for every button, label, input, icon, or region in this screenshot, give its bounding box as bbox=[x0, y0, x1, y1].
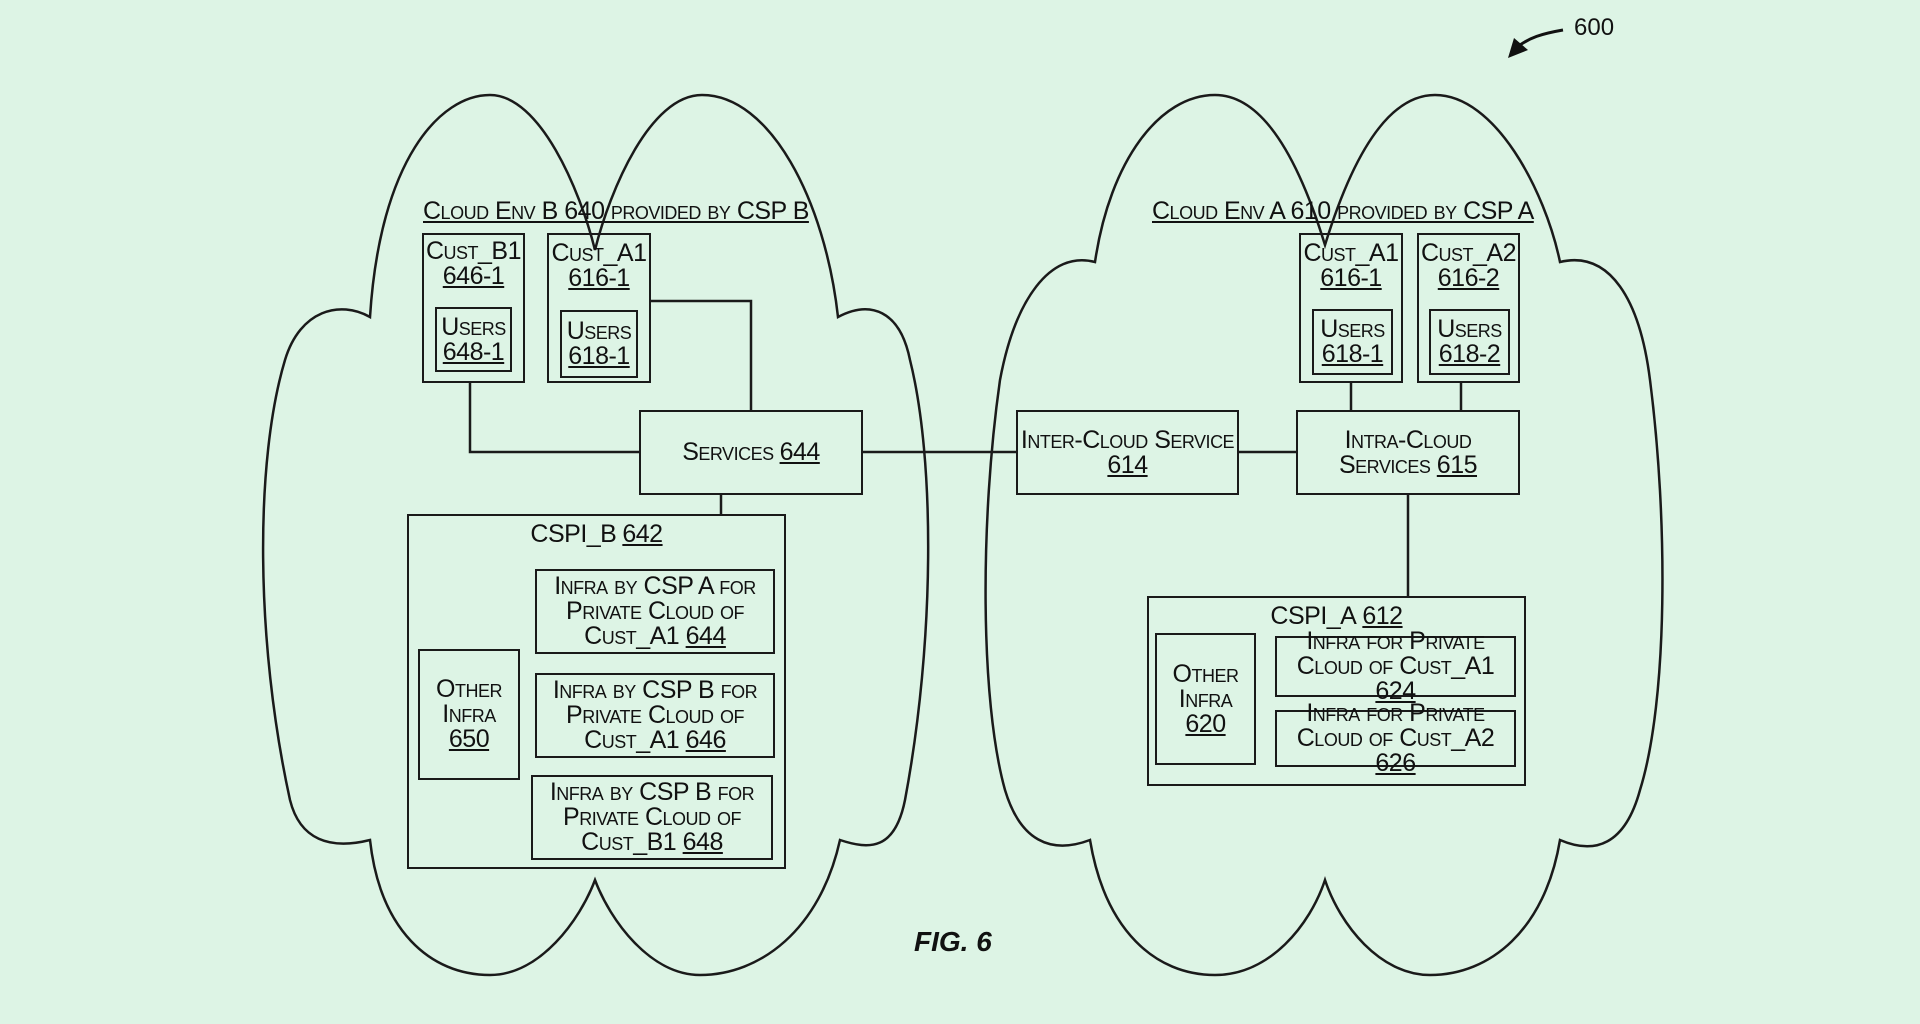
other-infra-line1: Other bbox=[1172, 659, 1239, 688]
users-648-1-box: Users 648-1 bbox=[435, 307, 512, 372]
users-618-1-box: Users 618-1 bbox=[560, 310, 638, 378]
cspi-b-box: CSPI_B 642 bbox=[407, 514, 786, 869]
cspi-a-box: CSPI_A 612 bbox=[1147, 596, 1526, 786]
infra-648-box: Infra by CSP B for Private Cloud of Cust… bbox=[531, 775, 773, 860]
infra-ref: 626 bbox=[1375, 749, 1416, 777]
infra-ref: 624 bbox=[1375, 677, 1416, 705]
infra-line3: Cust_B1 bbox=[581, 828, 677, 856]
cust-a1-name: Cust_A1 bbox=[551, 239, 647, 267]
infra-line2: Private Cloud of bbox=[566, 597, 744, 625]
other-infra-650-box: Other Infra 650 bbox=[418, 649, 520, 780]
connectors bbox=[468, 299, 1463, 596]
other-infra-ref: 620 bbox=[1185, 709, 1226, 738]
infra-ref: 648 bbox=[682, 828, 724, 856]
infra-624-box: Infra for Private Cloud of Cust_A1 624 bbox=[1275, 629, 1516, 704]
other-infra-line2: Infra bbox=[442, 700, 496, 728]
cloud-env-b-outline bbox=[261, 93, 930, 977]
cust-a2-name: Cust_A2 bbox=[1420, 239, 1517, 267]
cloud-env-a-outline bbox=[984, 93, 1664, 977]
inter-cloud-service-614-box: Inter-Cloud Service 614 bbox=[1016, 410, 1239, 495]
intra-cloud-line1: Intra-Cloud bbox=[1344, 425, 1472, 454]
cust-a2-box: Cust_A2 616-2 Users 618-2 bbox=[1417, 233, 1520, 383]
cspi-b-name: CSPI_B bbox=[530, 520, 617, 548]
infra-line1: Infra by CSP A for bbox=[554, 572, 756, 600]
users-618-1-box: Users 618-1 bbox=[1312, 309, 1393, 375]
infra-ref: 646 bbox=[685, 726, 727, 754]
users-label: Users bbox=[441, 312, 506, 341]
infra-line2: Private Cloud of bbox=[566, 701, 744, 729]
cust-b1-name: Cust_B1 bbox=[425, 237, 522, 265]
infra-line2: Private Cloud of bbox=[563, 803, 741, 831]
figure-label: FIG. 6 bbox=[914, 926, 992, 957]
users-ref: 618-1 bbox=[568, 342, 630, 370]
infra-line1: Infra by CSP B for bbox=[552, 676, 758, 704]
other-infra-line1: Other bbox=[436, 675, 502, 703]
inter-cloud-label: Inter-Cloud Service bbox=[1020, 425, 1235, 454]
intra-cloud-ref: 615 bbox=[1436, 450, 1478, 479]
other-infra-line2: Infra bbox=[1178, 684, 1233, 713]
cust-a1-name: Cust_A1 bbox=[1303, 239, 1399, 267]
users-ref: 618-2 bbox=[1438, 340, 1501, 368]
cspi-b-ref: 642 bbox=[622, 520, 663, 548]
users-618-2-box: Users 618-2 bbox=[1429, 309, 1510, 375]
reference-arrow-icon bbox=[1508, 28, 1564, 58]
other-infra-620-box: Other Infra 620 bbox=[1155, 633, 1256, 765]
infra-line2: Cloud of Cust_A1 bbox=[1296, 652, 1495, 680]
cspi-a-title: CSPI_A 612 bbox=[1270, 602, 1403, 630]
infra-line1: Infra for Private bbox=[1306, 699, 1485, 727]
cust-a2-ref: 616-2 bbox=[1437, 264, 1500, 292]
cust-a1-box-env-b: Cust_A1 616-1 Users 618-1 bbox=[547, 233, 651, 383]
figure-reference-number: 600 bbox=[1574, 14, 1615, 41]
cust-b1-box: Cust_B1 646-1 Users 648-1 bbox=[422, 233, 525, 383]
infra-line3: Cust_A1 bbox=[584, 622, 680, 650]
intra-cloud-services-615-box: Intra-Cloud Services 615 bbox=[1296, 410, 1520, 495]
cspi-a-name: CSPI_A bbox=[1270, 602, 1357, 630]
infra-ref: 644 bbox=[685, 622, 727, 650]
cust-a1-box-env-a: Cust_A1 616-1 Users 618-1 bbox=[1299, 233, 1403, 383]
cust-a1-ref: 616-1 bbox=[568, 264, 630, 292]
users-label: Users bbox=[566, 317, 632, 345]
services-label: Services bbox=[682, 438, 774, 466]
users-ref: 618-1 bbox=[1321, 340, 1384, 368]
other-infra-ref: 650 bbox=[448, 725, 490, 753]
cspi-a-ref: 612 bbox=[1362, 602, 1403, 630]
infra-line1: Infra by CSP B for bbox=[549, 778, 755, 806]
cspi-b-title: CSPI_B 642 bbox=[530, 520, 663, 548]
cloud-env-a-title: Cloud Env A 610 provided by CSP A bbox=[1152, 197, 1534, 225]
connector-cust-a1-services bbox=[651, 299, 753, 410]
infra-626-box: Infra for Private Cloud of Cust_A2 626 bbox=[1275, 701, 1516, 776]
infra-line1: Infra for Private bbox=[1306, 627, 1485, 655]
infra-646-box: Infra by CSP B for Private Cloud of Cust… bbox=[535, 673, 775, 758]
services-644-box: Services 644 bbox=[639, 410, 863, 495]
infra-line3: Cust_A1 bbox=[584, 726, 680, 754]
services-ref: 644 bbox=[779, 438, 821, 466]
cust-b1-ref: 646-1 bbox=[442, 262, 505, 290]
connector-cust-b1-services bbox=[468, 383, 639, 454]
intra-cloud-line2: Services bbox=[1338, 450, 1431, 479]
infra-line2: Cloud of Cust_A2 bbox=[1296, 724, 1495, 752]
users-label: Users bbox=[1437, 315, 1502, 343]
inter-cloud-ref: 614 bbox=[1107, 450, 1148, 479]
users-label: Users bbox=[1320, 315, 1385, 343]
cloud-env-b-title: Cloud Env B 640 provided by CSP B bbox=[423, 197, 809, 225]
infra-644-box: Infra by CSP A for Private Cloud of Cust… bbox=[535, 569, 775, 654]
users-ref: 648-1 bbox=[442, 337, 505, 366]
cust-a1-ref: 616-1 bbox=[1320, 264, 1382, 292]
